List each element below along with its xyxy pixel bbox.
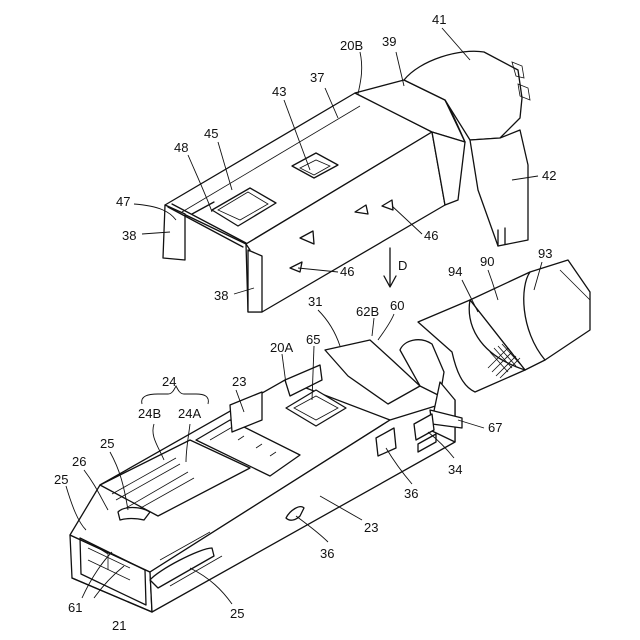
- label-24b: 24B: [138, 406, 161, 421]
- label-31: 31: [308, 294, 322, 309]
- label-67: 67: [488, 420, 502, 435]
- label-d: D: [398, 258, 407, 273]
- shell-body-20a: [70, 340, 462, 612]
- label-38-lower: 38: [214, 288, 228, 303]
- label-41: 41: [432, 12, 446, 27]
- label-61: 61: [68, 600, 82, 615]
- label-90: 90: [480, 254, 494, 269]
- direction-arrow-d: [384, 248, 396, 287]
- label-23-lower: 23: [364, 520, 378, 535]
- label-38-upper: 38: [122, 228, 136, 243]
- label-46-lower: 46: [340, 264, 354, 279]
- label-25-left: 25: [54, 472, 68, 487]
- label-21: 21: [112, 618, 126, 633]
- label-93: 93: [538, 246, 552, 261]
- label-20a: 20A: [270, 340, 293, 355]
- label-34: 34: [448, 462, 462, 477]
- label-46-upper: 46: [424, 228, 438, 243]
- label-20b: 20B: [340, 38, 363, 53]
- label-48: 48: [174, 140, 188, 155]
- label-42: 42: [542, 168, 556, 183]
- label-24: 24: [162, 374, 176, 389]
- label-37: 37: [310, 70, 324, 85]
- label-43: 43: [272, 84, 286, 99]
- label-60: 60: [390, 298, 404, 313]
- label-47: 47: [116, 194, 130, 209]
- label-36-lower: 36: [320, 546, 334, 561]
- label-39: 39: [382, 34, 396, 49]
- label-24a: 24A: [178, 406, 201, 421]
- label-62b: 62B: [356, 304, 379, 319]
- label-65: 65: [306, 332, 320, 347]
- label-94: 94: [448, 264, 462, 279]
- label-25-upper: 25: [100, 436, 114, 451]
- label-36-right: 36: [404, 486, 418, 501]
- label-23-upper: 23: [232, 374, 246, 389]
- label-26: 26: [72, 454, 86, 469]
- label-45: 45: [204, 126, 218, 141]
- label-25-lower: 25: [230, 606, 244, 621]
